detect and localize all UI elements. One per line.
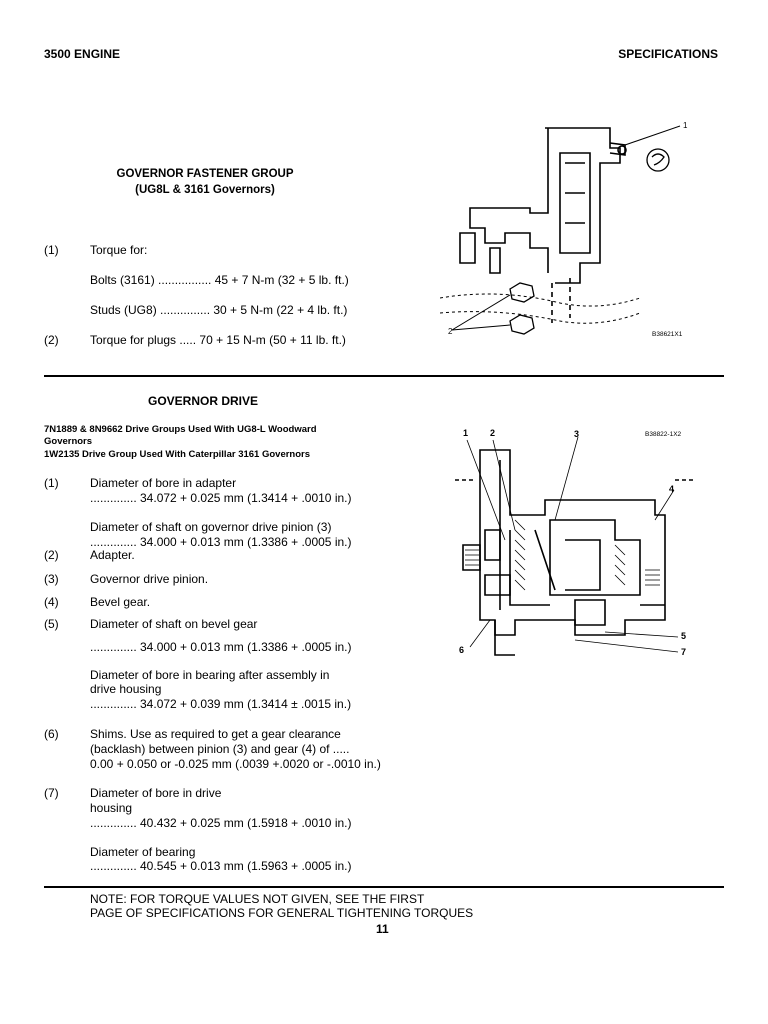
spec-line: Diameter of shaft on bevel gear [90,617,258,631]
section1-subtitle: (UG8L & 3161 Governors) [135,184,275,196]
callout-3: 3 [574,429,579,439]
spec-line: drive housing [90,682,162,696]
spec-line: .............. 40.432 + 0.025 mm (1.5918… [90,816,352,830]
callout-6: 6 [459,645,464,655]
spec-line: .............. 34.072 + 0.039 mm (1.3414… [90,697,352,711]
studs-spec: Studs (UG8) ............... 30 + 5 N-m (… [90,303,348,317]
item-number: (3) [44,572,59,586]
figure-code: B38621X1 [652,331,683,338]
header-left: 3500 ENGINE [44,47,121,61]
section2-title: GOVERNOR DRIVE [148,394,259,408]
page-number: 11 [376,922,389,936]
item-number: (6) [44,727,59,741]
drive-groups-line3: 1W2135 Drive Group Used With Caterpillar… [44,449,311,460]
item-number: (5) [44,617,59,631]
spec-line: Shims. Use as required to get a gear cle… [90,727,341,741]
spec-line: Diameter of bore in adapter [90,476,237,490]
spec-line: Diameter of bearing [90,845,196,859]
callout-1: 1 [463,428,468,438]
section-divider [44,375,724,377]
header-right: SPECIFICATIONS [618,47,718,61]
callout-2: 2 [448,327,453,336]
item-number: (1) [44,476,59,490]
callout-7: 7 [681,647,686,657]
torque-label: Torque for: [90,243,148,257]
spec-line: .............. 34.000 + 0.013 mm (1.3386… [90,535,352,549]
callout-2: 2 [490,428,495,438]
spec-line: Adapter. [90,548,135,562]
drive-groups-line2: Governors [44,436,93,447]
spec-line: Governor drive pinion. [90,572,209,586]
plugs-spec: Torque for plugs ..... 70 + 15 N-m (50 +… [90,333,346,347]
item-number: (1) [44,243,59,257]
spec-line: (backlash) between pinion (3) and gear (… [90,742,350,756]
spec-line: housing [90,801,133,815]
footer-note-line2: PAGE OF SPECIFICATIONS FOR GENERAL TIGHT… [90,906,474,920]
governor-fastener-figure: 1 2 B38621X1 [440,121,688,338]
governor-drive-figure: 1 2 3 4 5 6 7 B38822-1X2 [455,428,695,657]
spec-line: 0.00 + 0.050 or -0.025 mm (.0039 +.0020 … [90,757,381,771]
section1-title: GOVERNOR FASTENER GROUP [116,168,294,180]
footer-divider [44,886,724,888]
spec-line: Diameter of bore in bearing after assemb… [90,668,330,682]
spec-line: .............. 34.072 + 0.025 mm (1.3414… [90,491,352,505]
callout-1: 1 [683,121,688,130]
spec-line: .............. 40.545 + 0.013 mm (1.5963… [90,859,352,873]
item-number: (2) [44,548,59,562]
spec-line: Diameter of bore in drive [90,786,222,800]
drive-groups-line1: 7N1889 & 8N9662 Drive Groups Used With U… [44,424,317,435]
callout-4: 4 [669,484,674,494]
footer-note-line1: NOTE: FOR TORQUE VALUES NOT GIVEN, SEE T… [90,892,425,906]
spec-line: Bevel gear. [90,595,151,609]
bolts-spec: Bolts (3161) ................ 45 + 7 N-m… [90,273,349,287]
item-number: (7) [44,786,59,800]
item-number: (4) [44,595,59,609]
figure-code: B38822-1X2 [645,431,682,438]
callout-5: 5 [681,631,686,641]
item-number: (2) [44,333,59,347]
spec-line: Diameter of shaft on governor drive pini… [90,520,332,534]
spec-line: .............. 34.000 + 0.013 mm (1.3386… [90,640,352,654]
